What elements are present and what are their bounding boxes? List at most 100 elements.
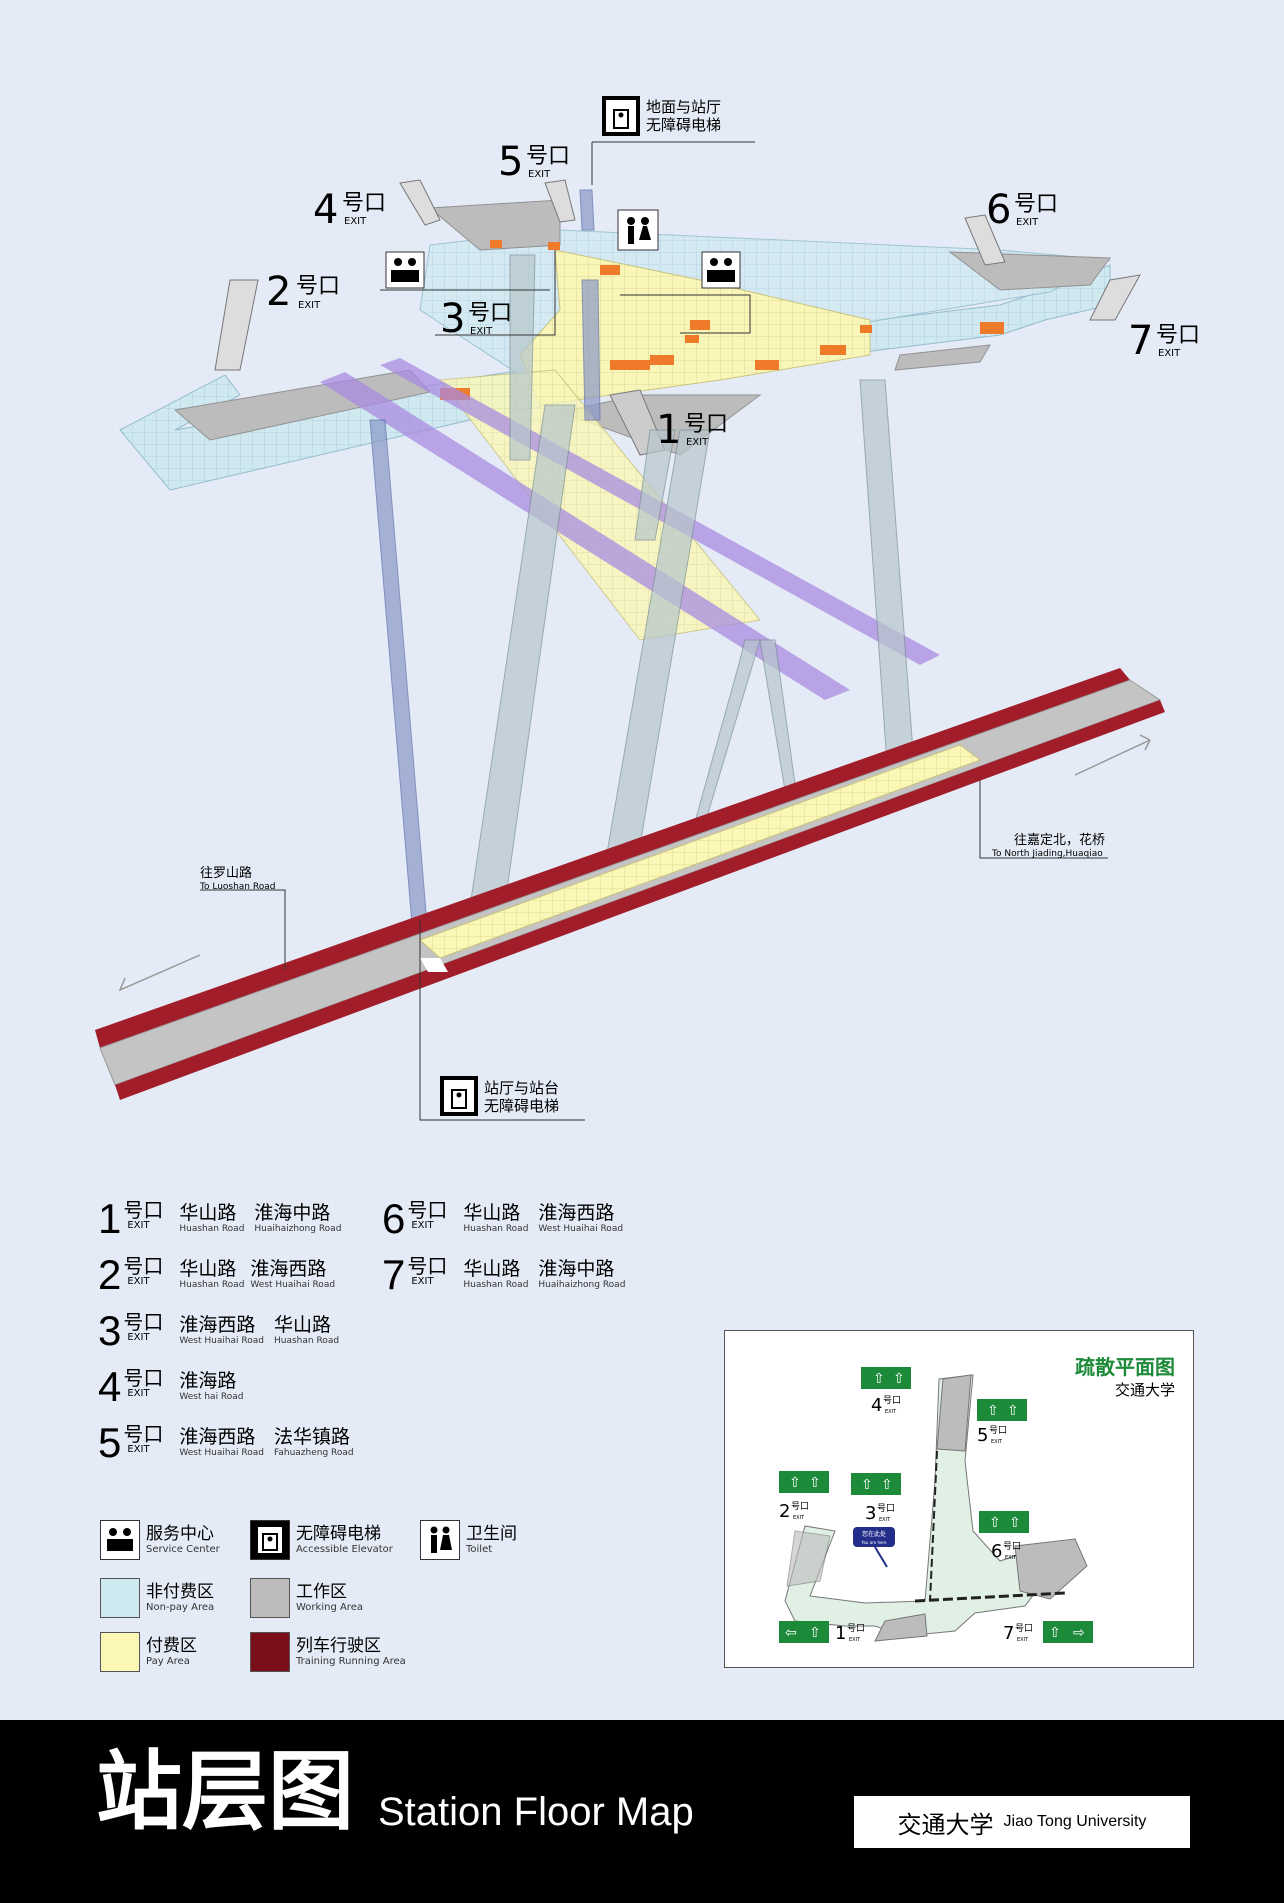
station-name-en: Jiao Tong University <box>1003 1813 1147 1830</box>
evacuation-station: 交通大学 <box>1114 1381 1175 1399</box>
exit-label-4: 4 号口 EXIT <box>313 187 386 233</box>
exit-word: EXIT <box>127 1332 150 1343</box>
svg-text:号口: 号口 <box>468 301 512 326</box>
svg-text:号口: 号口 <box>877 1503 895 1514</box>
you-are-here-marker: 您在此处 You are here <box>853 1527 895 1568</box>
exit-number: 2 <box>98 1251 122 1298</box>
road-en: West Huaihai Road <box>179 1448 264 1458</box>
road-cn: 华山路 <box>463 1202 521 1224</box>
exit-sign-1: ⇦⇧ <box>779 1621 829 1643</box>
svg-text:号口: 号口 <box>1156 323 1200 348</box>
svg-text:⇨: ⇨ <box>1073 1625 1085 1641</box>
exit-word: EXIT <box>127 1276 150 1287</box>
road-cn: 淮海西路 <box>250 1258 327 1280</box>
exit-sign-5: ⇧⇧ <box>977 1399 1027 1421</box>
road-cn: 华山路 <box>179 1258 237 1280</box>
exit-hao: 号口 <box>407 1198 448 1222</box>
svg-text:⇧: ⇧ <box>893 1371 905 1387</box>
elevator-bottom-line2: 无障碍电梯 <box>484 1097 559 1115</box>
key-label-en: Non-pay Area <box>146 1602 215 1613</box>
svg-text:号口: 号口 <box>684 412 728 437</box>
svg-text:号口: 号口 <box>1014 192 1058 217</box>
svg-text:1: 1 <box>656 407 681 453</box>
exit-number: 4 <box>98 1363 122 1410</box>
exit-sign-7: ⇧⇨ <box>1043 1621 1093 1643</box>
exit-word: EXIT <box>127 1444 150 1455</box>
road-en: Fahuazheng Road <box>274 1448 354 1458</box>
svg-text:号口: 号口 <box>342 191 386 216</box>
accessible-elevator-icon <box>250 1520 290 1560</box>
svg-text:号口: 号口 <box>883 1395 901 1406</box>
exit-hao: 号口 <box>123 1366 164 1390</box>
svg-text:号口: 号口 <box>989 1425 1007 1436</box>
road-cn: 淮海西路 <box>538 1202 615 1224</box>
direction-left-cn: 往罗山路 <box>200 865 252 881</box>
you-are-here-cn: 您在此处 <box>862 1530 886 1538</box>
platform-level <box>95 668 1165 1100</box>
svg-text:3: 3 <box>865 1503 876 1524</box>
svg-text:号口: 号口 <box>791 1501 809 1512</box>
direction-left-en: To Luoshan Road <box>199 882 275 892</box>
exit-word: EXIT <box>411 1220 434 1231</box>
road-en: Huashan Road <box>179 1224 245 1234</box>
svg-text:EXIT: EXIT <box>344 216 367 227</box>
svg-text:EXIT: EXIT <box>298 300 321 311</box>
road-en: Huaihaizhong Road <box>254 1224 342 1234</box>
exit-label-7: 7 号口 EXIT <box>1128 318 1200 364</box>
non-pay-swatch <box>100 1578 140 1618</box>
svg-text:号口: 号口 <box>847 1623 865 1634</box>
road-cn: 华山路 <box>274 1314 332 1336</box>
key-label-en: Training Running Area <box>296 1656 406 1667</box>
exit-sign-2: ⇧⇧ <box>779 1471 829 1493</box>
exit-label-1: 1 号口 EXIT <box>656 407 728 453</box>
road-en: West Huaihai Road <box>179 1336 264 1346</box>
exit-hao: 号口 <box>123 1254 164 1278</box>
key-label-cn: 工作区 <box>296 1582 347 1602</box>
toilet-icon <box>420 1520 460 1560</box>
elevator-bottom-line1: 站厅与站台 <box>484 1079 559 1097</box>
road-en: Huashan Road <box>463 1280 529 1290</box>
key-label-cn: 非付费区 <box>146 1582 214 1602</box>
svg-text:EXIT: EXIT <box>1158 348 1181 359</box>
road-cn: 淮海中路 <box>538 1258 615 1280</box>
exit-number: 5 <box>98 1419 122 1466</box>
svg-text:⇧: ⇧ <box>881 1477 893 1493</box>
direction-right-cn: 往嘉定北，花桥 <box>1014 832 1105 848</box>
vertical-shafts <box>369 189 916 961</box>
road-en: West Huaihai Road <box>250 1280 336 1290</box>
exit-number: 6 <box>382 1195 406 1242</box>
elevator-badge-top <box>602 96 640 136</box>
station-name-cn: 交通大学 <box>897 1810 994 1839</box>
svg-text:7: 7 <box>1128 318 1153 364</box>
svg-text:号口: 号口 <box>1015 1623 1033 1634</box>
road-en: Huashan Road <box>179 1280 245 1290</box>
svg-text:EXIT: EXIT <box>686 437 709 448</box>
svg-text:5: 5 <box>498 139 523 185</box>
road-cn: 法华镇路 <box>274 1426 351 1448</box>
svg-text:⇧: ⇧ <box>1009 1515 1021 1531</box>
road-cn: 淮海中路 <box>254 1202 331 1224</box>
exit-label-5: 5 号口 EXIT <box>498 139 570 185</box>
svg-text:⇧: ⇧ <box>987 1403 999 1419</box>
elevator-top-line1: 地面与站厅 <box>646 98 721 116</box>
fare-gates <box>440 240 1004 400</box>
road-cn: 淮海西路 <box>179 1314 256 1336</box>
direction-arrows <box>118 734 1151 992</box>
svg-text:号口: 号口 <box>1003 1541 1021 1552</box>
exit-label-3: 3 号口 EXIT <box>440 296 512 342</box>
svg-text:2: 2 <box>266 269 291 315</box>
key-label-en: Working Area <box>296 1602 363 1613</box>
elevator-badge-bottom <box>440 1076 478 1116</box>
road-en: Huashan Road <box>463 1224 529 1234</box>
